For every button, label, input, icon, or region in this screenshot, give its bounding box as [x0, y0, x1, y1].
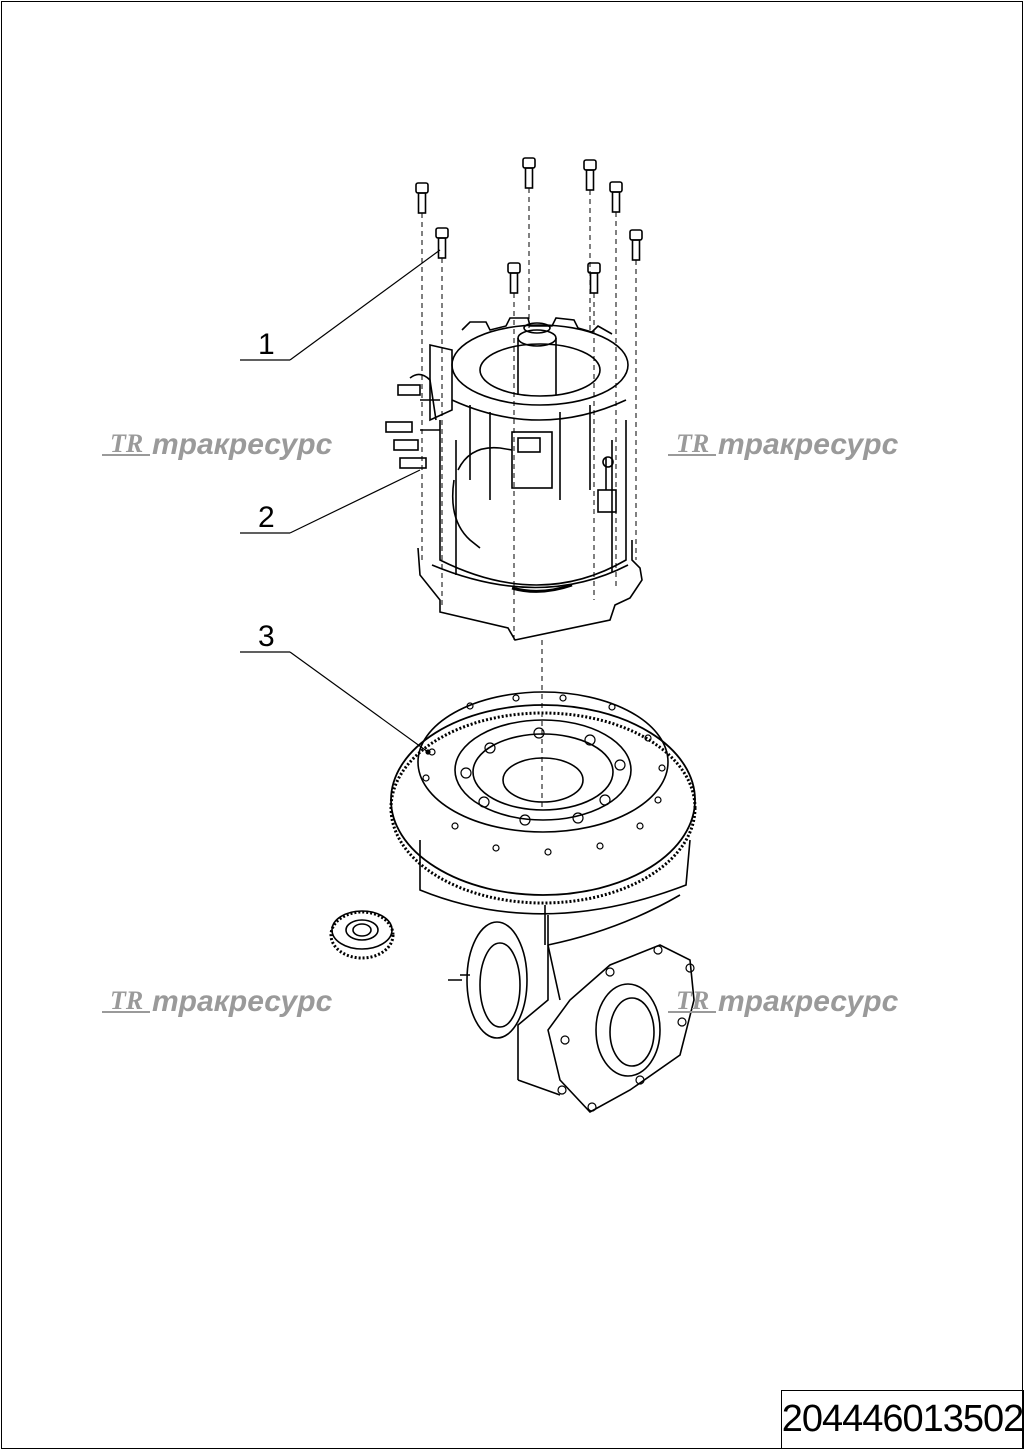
electric-motor: [385, 317, 643, 641]
watermark-logo: TR: [110, 429, 143, 458]
leader-dot: [425, 749, 431, 755]
bolt: [609, 181, 623, 213]
watermark-text: тракресурс: [152, 428, 333, 461]
callout-1: 1: [258, 328, 275, 361]
document-number: 204446013502: [781, 1390, 1024, 1449]
leader-lines: [240, 249, 441, 753]
watermark-text: тракресурс: [718, 428, 899, 461]
watermark: TR тракресурс: [102, 428, 333, 461]
callout-2: 2: [258, 501, 275, 534]
bolt: [415, 182, 429, 214]
callout-3: 3: [258, 620, 275, 653]
bolt: [522, 157, 536, 189]
watermark: TR тракресурс: [668, 985, 899, 1018]
bolt: [587, 262, 601, 294]
bolt: [507, 262, 521, 294]
watermark: TR тракресурс: [102, 985, 333, 1018]
watermark-text: тракресурс: [152, 985, 333, 1018]
cover-bolts: [557, 945, 695, 1112]
bolt-set: [415, 157, 643, 294]
gearbox-assembly: [389, 691, 697, 1114]
spur-gear: [329, 910, 395, 960]
watermark: TR тракресурс: [668, 428, 899, 461]
bolt: [435, 227, 449, 259]
ring-bolt-holes: [422, 694, 666, 856]
bolt: [629, 229, 643, 261]
assembly-axis-lines: [421, 188, 637, 810]
watermark-text: тракресурс: [718, 985, 899, 1018]
watermark-logo: TR: [676, 429, 709, 458]
terminal-block: [385, 373, 440, 469]
bolt: [583, 159, 597, 191]
watermark-logo: TR: [676, 986, 709, 1015]
watermark-logo: TR: [110, 986, 143, 1015]
